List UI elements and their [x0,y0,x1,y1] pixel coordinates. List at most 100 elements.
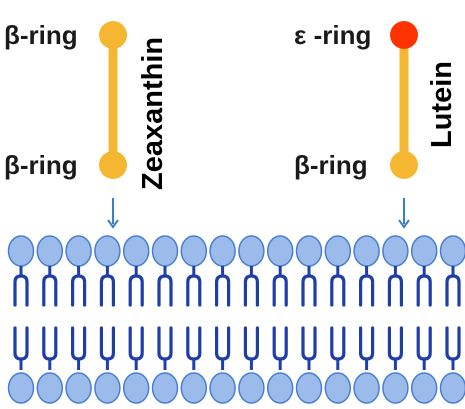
zeaxanthin-arrow [107,198,119,229]
lipid-tails [186,326,202,361]
lipid-tails [272,326,288,361]
lipid-head [7,372,35,404]
lipid-tails [243,274,259,307]
lipid-head [65,372,92,404]
zeaxanthin-name-label: Zeaxanthin [137,37,169,190]
lipid-bilayer [7,235,465,404]
lipid-bottom [439,326,465,404]
zeaxanthin-bottom-ring-label: β-ring [4,150,78,180]
lipid-head [122,235,150,267]
lipid-tails [387,274,403,307]
lipid-top [410,235,438,307]
lipid-head [36,235,64,267]
lipid-tails [445,274,461,307]
lipid-tails [359,274,375,307]
lipid-tails [13,274,29,307]
lipid-bottom [180,326,208,404]
lutein-arrow [398,198,410,229]
lipid-bottom [410,326,438,404]
lipid-head [382,235,409,267]
zeaxanthin-molecule: β-ring β-ring Zeaxanthin [4,20,169,229]
lipid-tails [42,274,58,307]
lipid-bottom [295,326,323,404]
lipid-tails [359,326,375,361]
lutein-bottom-ring [390,151,418,179]
lipid-bottom [36,326,64,404]
lipid-head [209,372,236,404]
lipid-head [353,372,380,404]
lipid-tails [71,326,87,361]
lipid-top [36,235,64,307]
lipid-head [180,235,208,267]
lipid-tails [157,274,173,307]
lipid-tails [416,274,432,307]
lipid-top [65,235,92,307]
lipid-head [238,372,265,404]
lutein-bottom-ring-label: β-ring [294,150,368,180]
lipid-tails [301,274,317,307]
lipid-tails [42,326,58,361]
lipid-top [209,235,236,307]
lipid-bottom [353,326,380,404]
lipid-head [410,372,438,404]
lipid-head [295,372,323,404]
lutein-molecule: ε -ring β-ring Lutein [294,20,458,229]
lipid-top [180,235,208,307]
zeaxanthin-top-ring [99,21,127,49]
lipid-head [382,372,409,404]
lipid-tails [71,274,87,307]
lipid-tails [99,326,115,361]
lipid-top [7,235,35,307]
lipid-top [382,235,409,307]
lipid-tails [215,274,231,307]
lipid-head [94,372,121,404]
lipid-tails [243,326,259,361]
lipid-tails [186,274,202,307]
lipid-top [122,235,150,307]
lipid-top [94,235,121,307]
lipid-top [295,235,323,307]
lipid-tails [157,326,173,361]
lipid-head [180,372,208,404]
lipid-head [295,235,323,267]
lipid-top [266,235,294,307]
lipid-bottom [122,326,150,404]
lipid-tails [330,326,346,361]
lipid-top [151,235,179,307]
lipid-head [410,235,438,267]
zeaxanthin-bottom-ring [99,151,127,179]
lipid-head [122,372,150,404]
lutein-top-ring-label: ε -ring [294,20,371,50]
lipid-tails [330,274,346,307]
lipid-tails [99,274,115,307]
lipid-bottom [151,326,179,404]
lipid-head [439,372,465,404]
lipid-head [209,235,236,267]
lutein-name-label: Lutein [426,61,458,148]
lipid-bottom [324,326,352,404]
lipid-head [151,372,179,404]
lipid-head [266,235,294,267]
lipid-tails [301,326,317,361]
lutein-top-ring [390,21,418,49]
lipid-bottom [238,326,265,404]
lipid-bottom [209,326,236,404]
lipid-tails [128,274,144,307]
lipid-head [353,235,380,267]
lipid-head [65,235,92,267]
lipid-bottom [266,326,294,404]
lipid-bottom [94,326,121,404]
lipid-head [266,372,294,404]
lipid-head [151,235,179,267]
lipid-bottom [382,326,409,404]
lipid-top [353,235,380,307]
lipid-bottom [65,326,92,404]
lipid-head [324,372,352,404]
lipid-tails [215,326,231,361]
lipid-tails [13,326,29,361]
lipid-tails [128,326,144,361]
lipid-top [238,235,265,307]
lipid-head [439,235,465,267]
lipid-tails [387,326,403,361]
